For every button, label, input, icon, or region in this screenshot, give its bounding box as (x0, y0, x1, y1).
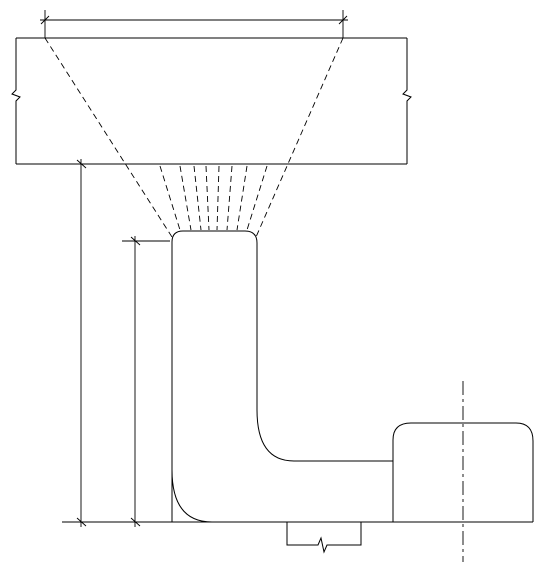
slab-left-edge (11, 38, 21, 164)
top-dim-tick-left (40, 15, 50, 25)
slab-right-edge (402, 38, 412, 164)
fan-line (216, 165, 220, 231)
column-inner-corner (171, 469, 213, 523)
top-dim-tick-right (338, 15, 348, 25)
fan-line (236, 165, 248, 231)
right-block (392, 422, 534, 522)
fan-line (226, 165, 233, 231)
inner-dim-tick-bottom (130, 517, 141, 527)
l-shaped-column (171, 230, 393, 522)
fan-line (179, 165, 192, 231)
fan-line-outer-left (44, 37, 173, 238)
bottom-element (286, 522, 362, 554)
outer-vertical-dimension (76, 159, 87, 527)
outer-dim-tick-bottom (76, 517, 87, 527)
top-dimension (40, 10, 348, 38)
dashed-fan-lines (44, 37, 344, 238)
fan-line (246, 165, 268, 231)
fan-line (193, 165, 202, 231)
outer-dim-tick-top (76, 159, 87, 169)
inner-vertical-dimension (122, 236, 170, 527)
fan-line (159, 165, 181, 231)
fan-line (205, 165, 210, 231)
top-slab (11, 37, 412, 165)
fan-line-outer-right (255, 37, 344, 238)
inner-dim-tick-top (130, 236, 141, 246)
